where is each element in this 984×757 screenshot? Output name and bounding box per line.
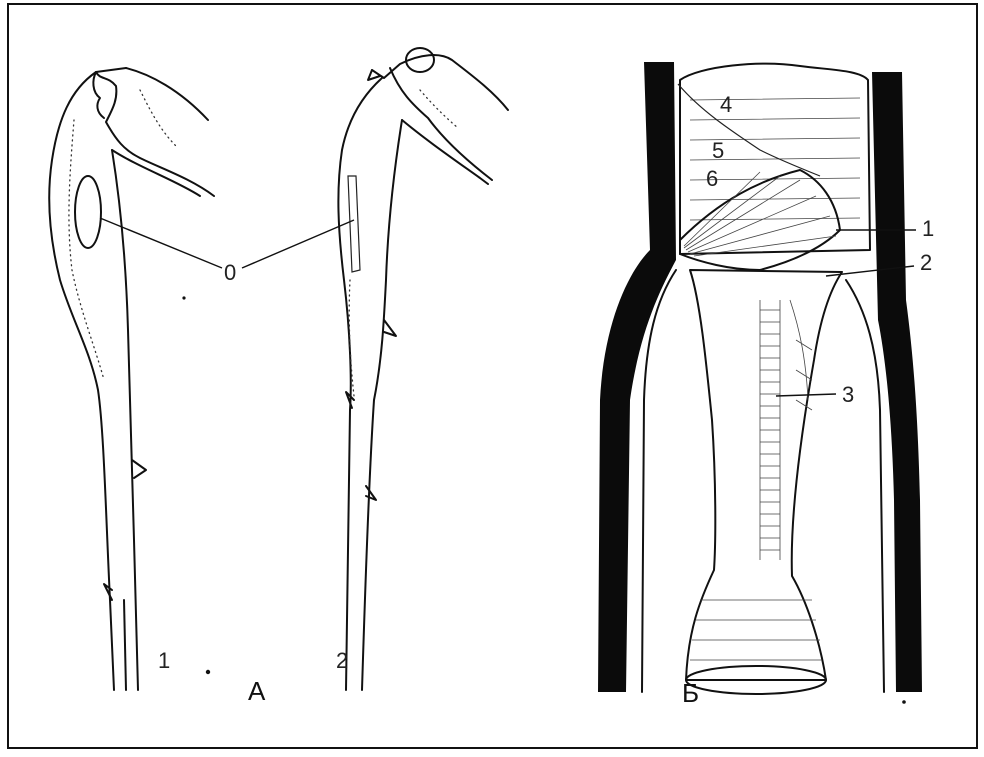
callout-2: 2 xyxy=(920,250,932,275)
barb-1b xyxy=(104,584,112,600)
speck-3 xyxy=(902,700,906,704)
organ-label: 0 xyxy=(224,260,236,285)
leader-organ-1 xyxy=(100,218,222,268)
barb-1a xyxy=(132,460,146,478)
leader-3 xyxy=(776,394,836,396)
funnel-hatching xyxy=(690,600,822,660)
barb-2c xyxy=(366,486,376,500)
leaf-1-notch xyxy=(93,72,104,118)
organ-strip-2 xyxy=(348,176,360,272)
figure-border xyxy=(8,4,977,748)
stem-2-right-edge xyxy=(362,120,402,690)
callout-5: 5 xyxy=(712,138,724,163)
left-inner-band xyxy=(642,270,676,692)
dots-1a xyxy=(69,120,104,380)
leader-organ-2 xyxy=(242,220,354,268)
speck-2 xyxy=(206,670,210,674)
callout-1: 1 xyxy=(922,216,934,241)
left-dark-band xyxy=(598,62,676,692)
leaf-2 xyxy=(372,55,508,184)
leaf-1 xyxy=(96,68,214,196)
item-1-label: 1 xyxy=(158,648,170,673)
panel-a-label: А xyxy=(248,676,266,706)
funnel-body xyxy=(686,270,842,680)
panel-b-drawing xyxy=(598,62,922,694)
barb-2a xyxy=(384,320,396,336)
callout-6: 6 xyxy=(706,166,718,191)
dots-2b xyxy=(420,90,458,128)
callout-4: 4 xyxy=(720,92,732,117)
item-2-label: 2 xyxy=(336,648,348,673)
vessel-top xyxy=(678,84,820,176)
speck xyxy=(182,296,185,299)
segment-chain xyxy=(760,300,780,560)
stem-1-inner-line xyxy=(124,600,126,690)
right-inner-band xyxy=(846,280,884,692)
organ-oval-1 xyxy=(75,176,101,248)
dots-1b xyxy=(140,90,176,146)
panel-a-drawing-1 xyxy=(49,68,214,690)
callout-3: 3 xyxy=(842,382,854,407)
right-dark-band xyxy=(872,72,922,692)
panel-a-drawing-2 xyxy=(338,48,508,690)
panel-b-label: Б xyxy=(682,678,699,708)
stem-2-outline xyxy=(338,78,382,690)
